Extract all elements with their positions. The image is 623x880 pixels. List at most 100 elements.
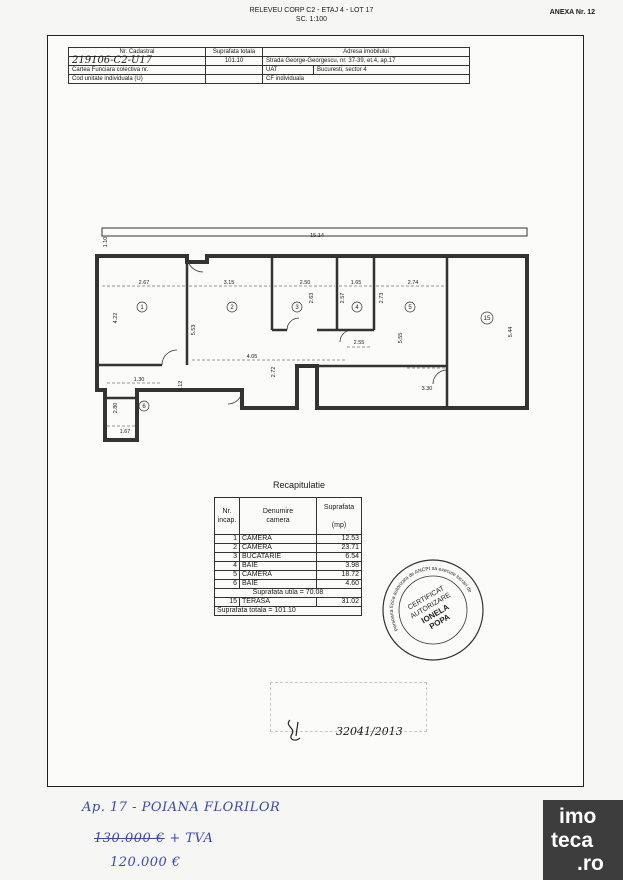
room-marker xyxy=(136,301,148,313)
dimension-label: 5.53 xyxy=(191,325,197,336)
empty-cell xyxy=(205,74,263,84)
nr-cadastral-value: 219106-C2-U17 xyxy=(68,56,206,66)
dimension-label: 1.65 xyxy=(351,280,362,286)
row-nr: 2 xyxy=(214,543,240,553)
row-name: CAMERA xyxy=(239,543,317,553)
empty-cell xyxy=(205,65,263,75)
adresa-value: Strada George-Georgescu, nr. 37-39, et.4… xyxy=(262,56,470,66)
room-number: 15 xyxy=(484,316,491,322)
cod-unitate-label: Cod unitate individuala (U) xyxy=(68,74,206,84)
room-marker xyxy=(480,311,494,325)
recap-col-nr: Nr. incap. xyxy=(214,497,240,535)
room-marker xyxy=(138,400,150,412)
room-number: 6 xyxy=(142,404,146,410)
dimension-label: 2.57 xyxy=(340,293,346,304)
certification-stamp: Persoana fizica autorizata de ANCPI sa e… xyxy=(378,555,484,661)
door-arc xyxy=(227,389,243,405)
room-marker xyxy=(404,301,416,313)
logo-line-1: imo xyxy=(559,805,597,828)
suprafata-value: 101.10 xyxy=(205,56,263,66)
dimension-label: 2.74 xyxy=(408,280,419,286)
recap-utila: Suprafata utila = 70.08 xyxy=(214,588,362,598)
room-number: 4 xyxy=(355,305,359,311)
stamp-date: 32041/2013 xyxy=(336,725,403,738)
stamp-outer-ring xyxy=(382,559,484,661)
cf-individuala-label: CF individuala xyxy=(262,74,470,84)
dimension-label: 2.55 xyxy=(354,340,365,346)
row-area: 3.98 xyxy=(316,561,362,571)
title-line-1: RELEVEU CORP C2 - ETAJ 4 - LOT 17 xyxy=(249,7,374,14)
row-name: BAIE xyxy=(239,579,317,589)
recap-table: Nr. incap. Denumire camera Suprafata (mp… xyxy=(214,497,362,616)
door-arc xyxy=(161,349,178,366)
row-area: 31.02 xyxy=(316,597,362,607)
floor-plan: 1 2 3 4 5 15 6 15.14 1.10 2.67 3.15 2.50… xyxy=(95,227,529,442)
row-nr: 15 xyxy=(214,597,240,607)
vat-note: + TVA xyxy=(169,831,214,846)
dimension-label: 1.10 xyxy=(103,237,109,248)
dimension-label: 3.15 xyxy=(224,280,235,286)
handwritten-apartment: Ap. 17 - POIANA FLORILOR xyxy=(82,800,281,815)
row-name: TERASA xyxy=(239,597,317,607)
uat-label: UAT xyxy=(261,65,315,75)
door-arc xyxy=(286,317,300,331)
title-line-2: SC. 1:100 xyxy=(295,16,328,23)
logo-line-3: .ro xyxy=(577,852,604,875)
col-suprafata: Suprafata totala xyxy=(205,47,263,57)
row-nr: 3 xyxy=(214,552,240,562)
dimension-label: 5.44 xyxy=(508,327,514,338)
recap-col-suprafata: Suprafata (mp) xyxy=(316,497,362,535)
door-arc xyxy=(186,255,204,273)
dimension-label: 2.63 xyxy=(309,293,315,304)
stamp-inner-ring xyxy=(398,575,468,645)
recap-col-denumire: Denumire camera xyxy=(239,497,317,535)
room-number: 5 xyxy=(408,305,412,311)
dimension-label: 15.14 xyxy=(310,233,324,239)
row-nr: 5 xyxy=(214,570,240,580)
room-number: 2 xyxy=(230,305,234,311)
dimension-label: 2.72 xyxy=(271,367,277,378)
new-price: 120.000 € xyxy=(110,855,181,870)
signature-mark xyxy=(287,719,301,741)
dimension-label: 2.67 xyxy=(139,280,150,286)
room-marker xyxy=(351,301,363,313)
row-nr: 4 xyxy=(214,561,240,571)
dimension-label: 4.22 xyxy=(113,313,119,324)
dimension-label: 5.55 xyxy=(398,333,404,344)
outer-walls xyxy=(95,254,529,442)
imoteca-logo: imo teca .ro xyxy=(543,800,623,880)
document-title: RELEVEU CORP C2 - ETAJ 4 - LOT 17 SC. 1:… xyxy=(0,6,623,24)
row-area: 12.53 xyxy=(316,534,362,544)
row-name: CAMERA xyxy=(239,570,317,580)
dimension-label: 1.67 xyxy=(120,429,131,435)
room-marker xyxy=(226,301,238,313)
door-arc xyxy=(432,369,448,385)
row-area: 23.71 xyxy=(316,543,362,553)
row-area: 4.60 xyxy=(316,579,362,589)
terrace-strip xyxy=(101,227,528,237)
uat-value: Bucuresti, sector 4 xyxy=(313,65,470,75)
dimension-label: 2.50 xyxy=(300,280,311,286)
old-price: 130.000 € xyxy=(94,831,165,846)
row-nr: 1 xyxy=(214,534,240,544)
row-area: 18.72 xyxy=(316,570,362,580)
carte-funciara-label: Cartea Funciara colectiva nr. xyxy=(68,65,206,75)
dimension-label: 2.73 xyxy=(379,293,385,304)
cadastral-table: Nr. Cadastral Suprafata totala Adresa im… xyxy=(68,47,470,84)
annex-label: ANEXA Nr. 12 xyxy=(549,9,595,16)
dimension-label: 4.05 xyxy=(247,354,258,360)
recap-totala: Suprafata totala = 101.10 xyxy=(214,606,362,616)
dimension-label: 3.30 xyxy=(422,386,433,392)
dimension-label: 1.12 xyxy=(178,381,184,392)
row-name: BAIE xyxy=(239,561,317,571)
room-number: 3 xyxy=(295,305,299,311)
row-nr: 6 xyxy=(214,579,240,589)
row-name: CAMERA xyxy=(239,534,317,544)
row-name: BUCATARIE xyxy=(239,552,317,562)
